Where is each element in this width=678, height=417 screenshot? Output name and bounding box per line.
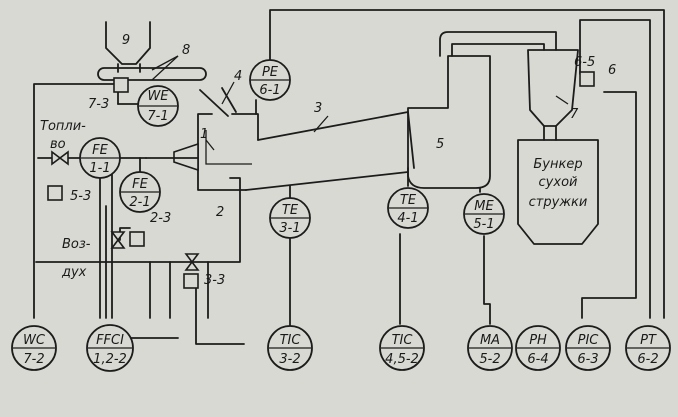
instrument-TIC-3-2: TIC 3-2 — [267, 325, 313, 371]
label-8: 8 — [182, 43, 190, 58]
svg-text:2-1: 2-1 — [129, 195, 150, 210]
chute-4-a — [199, 89, 229, 117]
label-3: 3 — [314, 101, 322, 116]
svg-text:6-1: 6-1 — [259, 83, 280, 98]
label-6: 6 — [608, 63, 616, 78]
instrument-WC-7-2: WC 7-2 — [11, 325, 57, 371]
svg-text:6-2: 6-2 — [637, 352, 658, 367]
duct-to-cyclone — [439, 31, 557, 57]
instrument-ME-5-1: ME 5-1 — [463, 193, 505, 235]
bunker-label-line3: стружки — [529, 195, 588, 210]
chute-4-leader — [221, 81, 235, 105]
air-label-line2: дух — [61, 265, 87, 280]
drum-3-leader — [313, 115, 329, 133]
svg-text:WE: WE — [147, 89, 169, 104]
svg-text:7-1: 7-1 — [147, 109, 168, 124]
label-6-5: 6-5 — [574, 55, 595, 70]
instrument-FFCI-1,2-2: FFCI 1,2-2 — [86, 324, 134, 372]
box-3-3 — [183, 273, 199, 289]
label-5-3: 5-3 — [70, 189, 91, 204]
instrument-PH-6-4: PH 6-4 — [515, 325, 561, 371]
label-2-3: 2-3 — [150, 211, 171, 226]
svg-text:TIC: TIC — [392, 333, 414, 348]
svg-text:6-4: 6-4 — [527, 352, 548, 367]
instrument-FE-2-1: FE 2-1 — [119, 171, 161, 213]
drum-3-end — [407, 111, 415, 169]
svg-text:1-1: 1-1 — [89, 161, 110, 176]
burner-nozzle — [173, 142, 199, 172]
instrument-MA-5-2: MA 5-2 — [467, 325, 513, 371]
svg-text:3-2: 3-2 — [279, 352, 300, 367]
svg-text:FE: FE — [132, 177, 148, 192]
svg-text:ME: ME — [474, 199, 494, 214]
label-2: 2 — [216, 205, 224, 220]
instrument-PE-6-1: PE 6-1 — [249, 59, 291, 101]
svg-text:PE: PE — [262, 65, 279, 80]
instrument-TE-3-1: TE 3-1 — [269, 197, 311, 239]
svg-text:FE: FE — [92, 143, 108, 158]
box-7-3 — [113, 77, 129, 93]
instrument-WE-7-1: WE 7-1 — [137, 85, 179, 127]
furnace-1 — [197, 113, 259, 191]
fuel-label-line2: во — [50, 137, 66, 152]
chamber-5 — [407, 55, 491, 189]
svg-text:7-2: 7-2 — [23, 352, 44, 367]
label-4: 4 — [234, 69, 242, 84]
box-6-5 — [579, 71, 595, 87]
drum-3-top — [257, 111, 409, 141]
label-1: 1 — [200, 127, 208, 142]
box-2-3 — [129, 231, 145, 247]
label-7: 7 — [570, 107, 579, 122]
instrument-TE-4-1: TE 4-1 — [387, 187, 429, 229]
fuel-valve — [51, 150, 69, 166]
furnace-1-inner — [205, 130, 252, 165]
instrument-FE-1-1: FE 1-1 — [79, 137, 121, 179]
label-5: 5 — [436, 137, 444, 152]
svg-text:TE: TE — [282, 203, 299, 218]
svg-text:PIC: PIC — [578, 333, 600, 348]
air-valve-2-3 — [110, 231, 126, 249]
label-7-3: 7-3 — [88, 97, 109, 112]
furnace-1-leader — [205, 139, 215, 151]
bunker-label-line2: сухой — [539, 175, 578, 190]
instrument-PT-6-2: PT 6-2 — [625, 325, 671, 371]
label-3-3: 3-3 — [204, 273, 225, 288]
fuel-label-line1: Топли- — [40, 119, 86, 134]
instrument-PIC-6-3: PIC 6-3 — [565, 325, 611, 371]
svg-text:4-1: 4-1 — [397, 211, 418, 226]
svg-text:TIC: TIC — [280, 333, 302, 348]
chute-4-b — [221, 87, 237, 113]
svg-text:5-2: 5-2 — [479, 352, 500, 367]
svg-text:PT: PT — [640, 333, 657, 348]
svg-text:3-1: 3-1 — [279, 221, 300, 236]
svg-text:6-3: 6-3 — [577, 352, 598, 367]
cyclone-7-leader — [555, 95, 569, 105]
svg-text:4,5-2: 4,5-2 — [385, 352, 419, 367]
svg-text:WC: WC — [23, 333, 46, 348]
hopper-9 — [105, 21, 151, 65]
svg-text:FFCI: FFCI — [96, 333, 124, 348]
svg-text:MA: MA — [480, 333, 500, 348]
instrument-TIC-4,5-2: TIC 4,5-2 — [379, 325, 425, 371]
conveyor-8-leader-a — [151, 55, 179, 71]
signal-lines — [33, 9, 665, 345]
svg-text:PH: PH — [529, 333, 547, 348]
conveyor-8 — [97, 67, 207, 81]
drum-3-bottom — [245, 171, 409, 191]
svg-text:1,2-2: 1,2-2 — [93, 352, 127, 367]
box-5-3 — [47, 185, 63, 201]
bunker-label-line1: Бункер — [533, 157, 582, 172]
svg-text:5-1: 5-1 — [473, 217, 494, 232]
bunker — [517, 139, 599, 245]
svg-text:TE: TE — [400, 193, 417, 208]
air-valve-3-3 — [184, 253, 200, 271]
label-9: 9 — [122, 33, 130, 48]
air-label-line1: Воз- — [62, 237, 91, 252]
conveyor-8-leader-b — [151, 55, 179, 81]
